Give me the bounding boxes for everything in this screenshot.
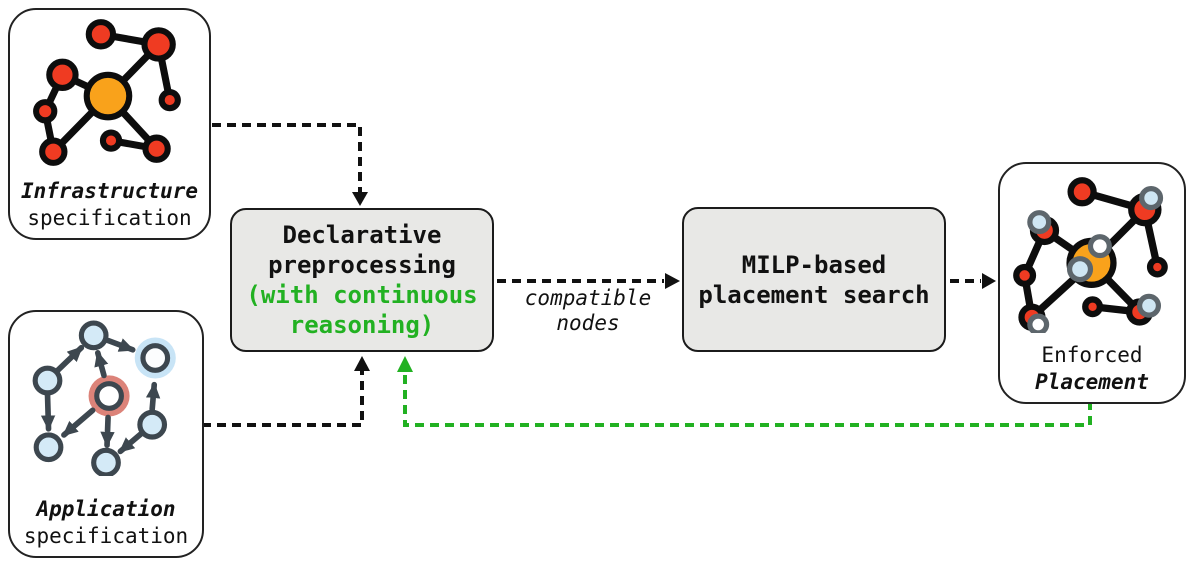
preprocessing-green-line1: (with continuous: [246, 281, 478, 309]
application-graph-nodes: [32, 320, 171, 476]
enforced-placement-graph-icon: [1013, 177, 1168, 333]
application-subtitle: specification: [23, 524, 189, 548]
infrastructure-title: Infrastructure: [20, 179, 198, 203]
enforced-subtitle: Placement: [1035, 370, 1149, 394]
milp-label-line1: MILP-based: [741, 250, 887, 279]
arrow-application-to-preprocessing: [202, 356, 370, 427]
milp-placement-search-box: MILP-based placement search: [682, 207, 946, 352]
application-graph-icon: [32, 320, 176, 476]
application-title: Application: [36, 497, 176, 521]
preprocessing-green-line2: reasoning): [289, 311, 435, 339]
compatible-nodes-line1: compatible: [524, 286, 652, 310]
infrastructure-caption: Infrastructure specification: [10, 178, 209, 232]
infrastructure-graph-icon: [33, 19, 181, 166]
enforced-caption: Enforced Placement: [1000, 342, 1184, 396]
preprocessing-label-line2: preprocessing: [268, 251, 456, 279]
infrastructure-graph-nodes: [33, 19, 181, 166]
application-caption: Application specification: [10, 496, 202, 550]
enforced-placed-components: [1027, 186, 1164, 333]
enforced-title: Enforced: [1041, 343, 1143, 367]
infrastructure-subtitle: specification: [27, 206, 192, 230]
arrow-enforced-to-preprocessing-feedback: [397, 356, 1092, 427]
application-graph-arrows: [40, 337, 161, 455]
declarative-preprocessing-box: Declarative preprocessing (with continuo…: [230, 208, 494, 352]
preprocessing-label-line1: Declarative: [282, 221, 442, 249]
infrastructure-spec-card: Infrastructure specification: [8, 8, 211, 240]
enforced-placement-card: Enforced Placement: [998, 162, 1186, 404]
arrow-infrastructure-to-preprocessing: [212, 123, 368, 206]
arrow-milp-to-enforced: [950, 273, 996, 289]
milp-label-line2: placement search: [698, 280, 930, 309]
compatible-nodes-label: compatible nodes: [502, 286, 674, 336]
compatible-nodes-line2: nodes: [556, 311, 620, 335]
application-spec-card: Application specification: [8, 310, 204, 558]
